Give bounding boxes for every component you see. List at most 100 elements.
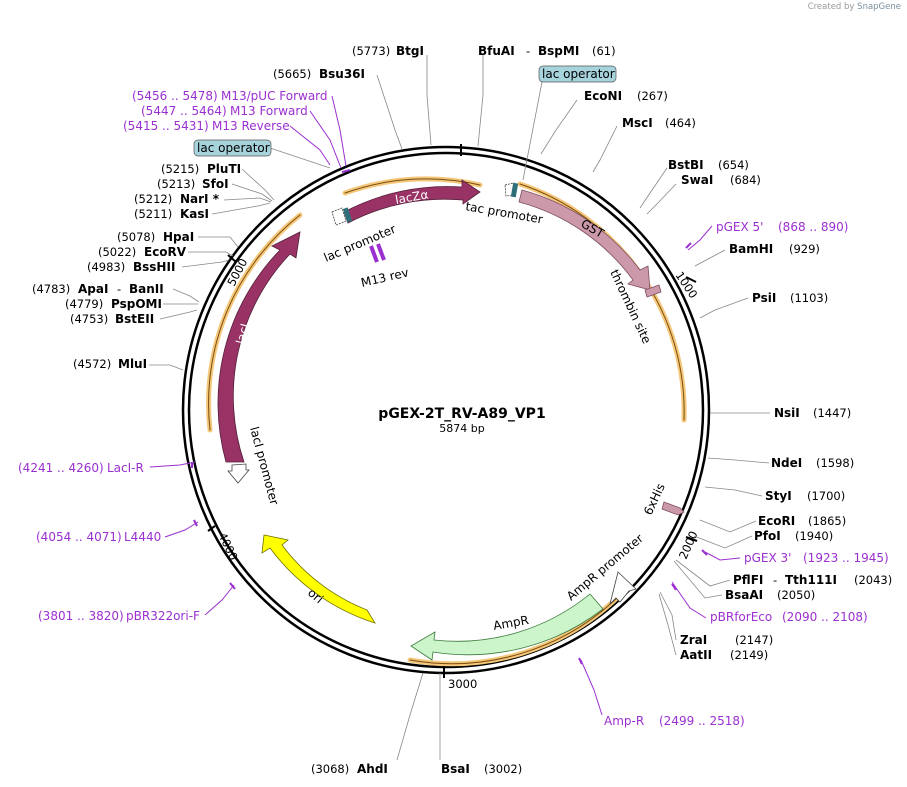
lac-operator-left-label: lac operator xyxy=(197,141,270,155)
tick-4000: 4000 xyxy=(215,530,240,562)
plasmid-length: 5874 bp xyxy=(439,422,484,435)
primer-leaders xyxy=(149,95,741,716)
site-ecori-pos: (1865) xyxy=(808,514,846,528)
site-ahdi: AhdI xyxy=(357,762,388,776)
lac-operator-top-label: lac operator xyxy=(542,67,615,81)
site-bsshii-pos: (4983) xyxy=(87,260,125,274)
site-bfuai-pos: (61) xyxy=(592,44,616,58)
site-psii: PsiI xyxy=(752,291,776,305)
primer-m13fwd-range: (5447 .. 5464) xyxy=(141,104,227,118)
site-pluti-pos: (5215) xyxy=(161,162,199,176)
site-ndei: NdeI xyxy=(771,456,802,470)
site-bsaai-pos: (2050) xyxy=(777,588,815,602)
primer-m13rev: M13 Reverse xyxy=(212,119,290,133)
lac-operator-top: lac operator xyxy=(522,65,617,181)
primer-laci-r-range: (4241 .. 4260) xyxy=(18,461,104,475)
site-styi-pos: (1700) xyxy=(807,489,845,503)
site-zrai-pos: (2147) xyxy=(735,633,773,647)
site-leaders xyxy=(149,55,770,761)
feature-lacZa: lacZα xyxy=(343,179,481,224)
site-apai-pos: (4783) xyxy=(32,282,70,296)
site-pluti: PluTI xyxy=(207,162,241,176)
feature-ampr: AmpR xyxy=(410,593,604,661)
site-zrai: ZraI xyxy=(680,633,707,647)
site-nari-pos: (5212) xyxy=(134,192,172,206)
primer-pbrforeco: pBRforEco xyxy=(710,610,772,624)
feature-gst: GST xyxy=(518,189,651,291)
site-nsii: NsiI xyxy=(774,406,800,420)
site-ahdi-pos: (3068) xyxy=(311,762,349,776)
primer-m13rev-range: (5415 .. 5431) xyxy=(123,119,209,133)
laci-promoter-label: lacI promoter xyxy=(247,425,281,506)
site-bsshii: BssHII xyxy=(133,260,175,274)
primer-ampr-range: (2499 .. 2518) xyxy=(659,714,745,728)
site-pflfi: PflFI xyxy=(733,573,763,587)
primer-pgex3: pGEX 3' xyxy=(744,551,791,565)
site-pspomi-pos: (4779) xyxy=(65,297,103,311)
backbone xyxy=(181,145,711,675)
site-styi: StyI xyxy=(765,489,792,503)
site-bfuai-sep: - xyxy=(526,44,530,58)
site-ecori: EcoRI xyxy=(758,514,795,528)
site-bamhi: BamHI xyxy=(729,242,773,256)
site-apai-sep: - xyxy=(117,282,121,296)
site-kasi: KasI xyxy=(180,207,209,221)
primer-markers xyxy=(191,169,708,665)
site-ecorv: EcoRV xyxy=(144,245,187,259)
laci-label: lacI xyxy=(233,322,252,346)
primer-laci-r: LacI-R xyxy=(107,461,144,475)
feature-m13rev: M13 rev xyxy=(360,243,410,290)
primer-pgex3-range: (1923 .. 1945) xyxy=(803,551,889,565)
snapgene-credit: Created by SnapGene xyxy=(808,2,901,12)
feature-6xhis: 6xHis xyxy=(641,481,685,517)
m13rev-label: M13 rev xyxy=(360,265,410,290)
site-hpai-pos: (5078) xyxy=(117,230,155,244)
6xhis-label: 6xHis xyxy=(641,481,668,517)
site-bsai: BsaI xyxy=(441,762,470,776)
primer-pbrforeco-range: (2090 .. 2108) xyxy=(782,610,868,624)
lac-promoter-label: lac promoter xyxy=(322,222,398,265)
primer-ampr: Amp-R xyxy=(604,714,644,728)
primer-pbr322-range: (3801 .. 3820) xyxy=(38,609,124,623)
site-bsai-pos: (3002) xyxy=(484,762,522,776)
site-aatii-pos: (2149) xyxy=(730,648,768,662)
site-sfoi-pos: (5213) xyxy=(157,177,195,191)
site-ecorv-pos: (5022) xyxy=(98,245,136,259)
tick-3000: 3000 xyxy=(448,677,477,691)
primer-m13fwd: M13 Forward xyxy=(230,104,308,118)
lacZa-label: lacZα xyxy=(394,187,429,207)
site-bamhi-pos: (929) xyxy=(789,242,820,256)
site-bstbi-pos: (654) xyxy=(718,158,749,172)
primer-m13puc: M13/pUC Forward xyxy=(221,89,328,103)
site-bsaai: BsaAI xyxy=(725,588,763,602)
site-hpai: HpaI xyxy=(163,230,194,244)
primer-pgex5-range: (868 .. 890) xyxy=(778,220,848,234)
site-pfoi-pos: (1940) xyxy=(795,529,833,543)
site-mlui-pos: (4572) xyxy=(73,357,111,371)
snapgene-brand: SnapGene xyxy=(857,2,901,12)
site-btgi: BtgI xyxy=(396,44,424,58)
site-ndei-pos: (1598) xyxy=(816,456,854,470)
site-pflfi-pos: (2043) xyxy=(854,573,892,587)
site-pflfi-sep: - xyxy=(773,573,777,587)
site-msci-pos: (464) xyxy=(665,116,696,130)
primer-pbr322: pBR322ori-F xyxy=(126,609,200,623)
site-sfoi: SfoI xyxy=(202,177,229,191)
site-pfoi: PfoI xyxy=(754,529,781,543)
site-btgi-pos: (5773) xyxy=(352,44,390,58)
site-swai: SwaI xyxy=(681,173,713,187)
feature-laci: lacI xyxy=(217,231,301,463)
site-psii-pos: (1103) xyxy=(790,291,828,305)
site-kasi-pos: (5211) xyxy=(134,207,172,221)
site-tth111i: Tth111I xyxy=(785,573,837,587)
site-nsii-pos: (1447) xyxy=(813,406,851,420)
primer-m13puc-range: (5456 .. 5478) xyxy=(132,89,218,103)
backbone-ticks xyxy=(207,144,698,678)
site-apai: ApaI xyxy=(78,282,108,296)
site-mlui: MluI xyxy=(118,357,147,371)
site-bsu36i: Bsu36I xyxy=(319,67,365,81)
site-aatii: AatII xyxy=(680,648,712,662)
site-econi-pos: (267) xyxy=(637,89,668,103)
site-bsteii-pos: (4753) xyxy=(70,312,108,326)
